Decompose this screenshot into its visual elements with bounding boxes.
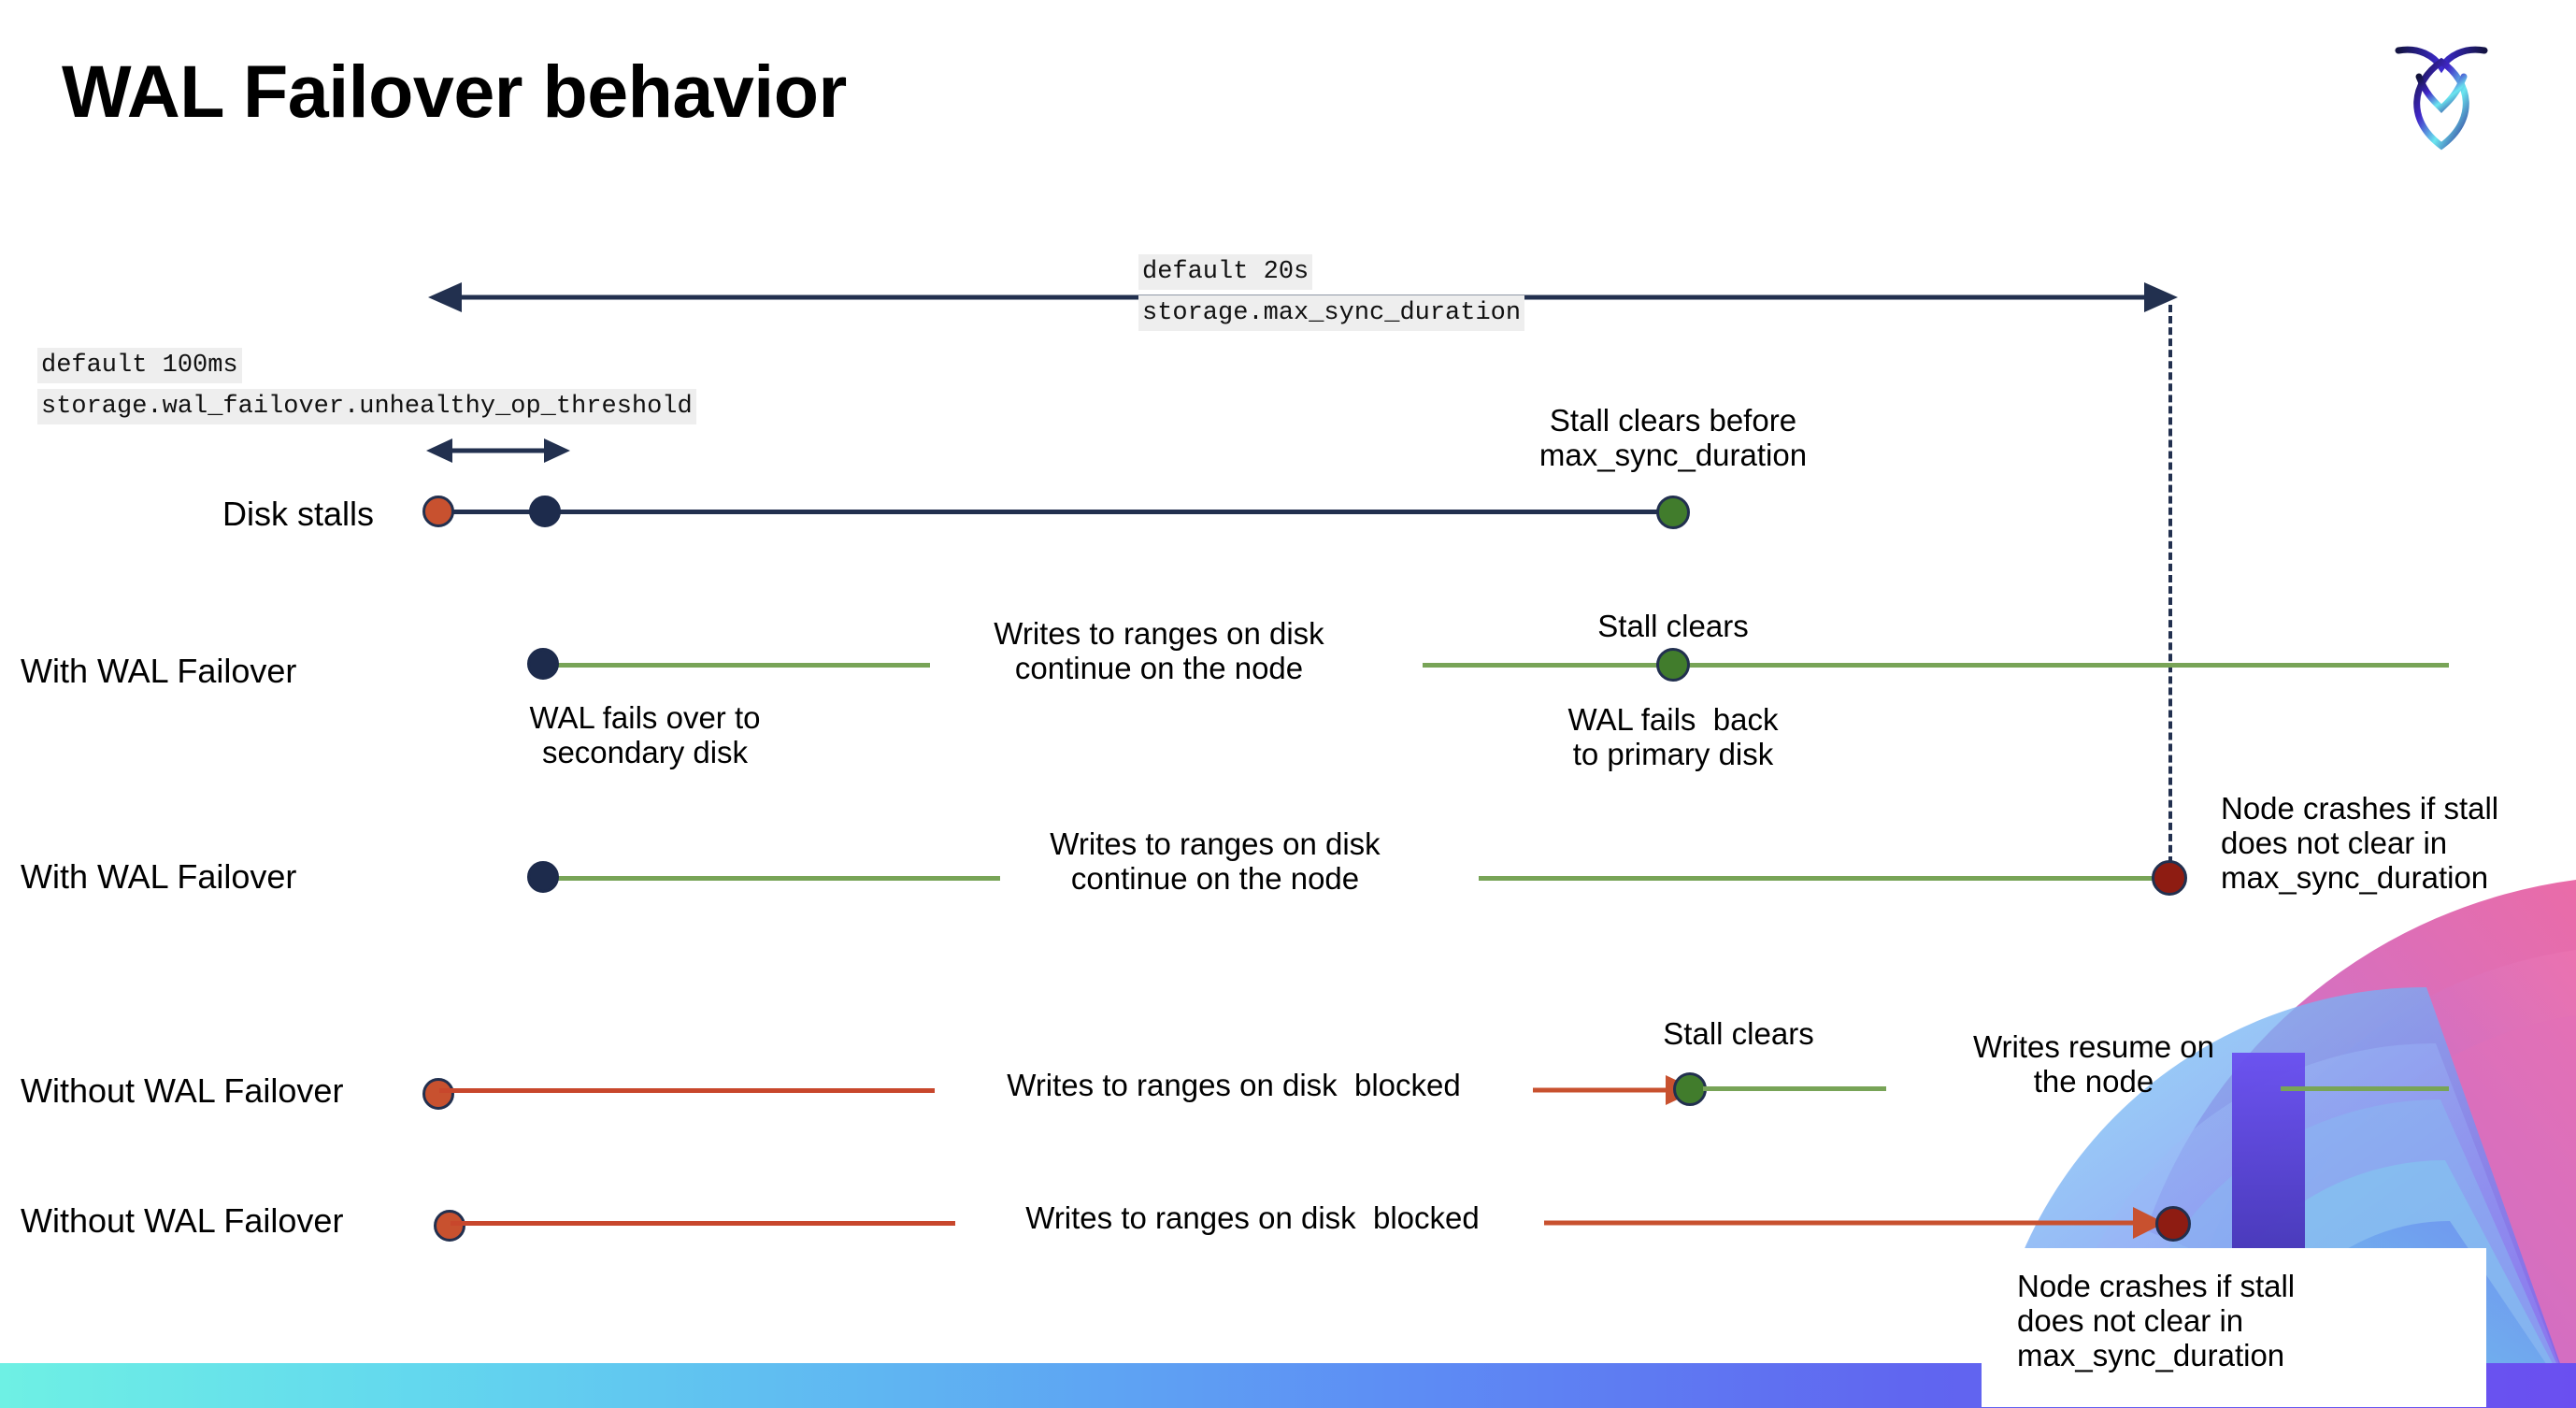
unhealthy-op-threshold-arrow <box>426 438 570 463</box>
callout-wal-fails-over: WAL fails over to secondary disk <box>529 700 761 769</box>
cockroachdb-logo-icon <box>2385 34 2497 155</box>
callout-backdrop <box>1982 1248 2486 1407</box>
disk-stalls-timeline <box>439 510 1673 514</box>
wal-failover-start-dot-1 <box>527 648 559 680</box>
callout-stall-clears-2: Stall clears <box>1663 1016 1814 1051</box>
row-label-disk-stalls: Disk stalls <box>222 495 375 533</box>
callout-stall-clears-before: Stall clears before max_sync_duration <box>1538 403 1808 472</box>
writes-resume-line-1 <box>1703 1086 1886 1091</box>
callout-stall-clears-1: Stall clears <box>1597 609 1749 643</box>
disk-stall-start-dot <box>422 496 454 527</box>
max-sync-deadline-dashed-line <box>2168 305 2172 875</box>
unhealthy-setting-label: storage.wal_failover.unhealthy_op_thresh… <box>37 389 696 425</box>
wal-failover-secondary-line-1 <box>542 663 930 668</box>
page-title: WAL Failover behavior <box>62 50 847 133</box>
wal-failover-start-dot-2 <box>527 861 559 893</box>
node-crash-dot-1 <box>2152 860 2187 896</box>
stall-cleared-dot-2 <box>1673 1072 1707 1106</box>
wal-failover-secondary-line-2b <box>1479 876 2176 881</box>
max-sync-default-label: default 20s <box>1138 254 1313 291</box>
wal-failover-secondary-line-2a <box>542 876 1000 881</box>
callout-writes-continue-2: Writes to ranges on disk continue on the… <box>1050 826 1381 896</box>
writes-blocked-line-1a <box>439 1088 935 1093</box>
callout-writes-blocked-1: Writes to ranges on disk blocked <box>1007 1068 1461 1102</box>
callout-node-crashes-1: Node crashes if stall does not clear in … <box>2221 791 2499 895</box>
unhealthy-default-label: default 100ms <box>37 348 242 384</box>
writes-blocked-line-2a <box>451 1221 955 1226</box>
callout-node-crashes-2: Node crashes if stall does not clear in … <box>2017 1269 2296 1372</box>
wal-fails-back-dot-1 <box>1656 648 1690 682</box>
row-label-with-wal-failover-2: With WAL Failover <box>21 857 297 896</box>
callout-wal-fails-back: WAL fails back to primary disk <box>1567 702 1779 771</box>
callout-writes-continue-1: Writes to ranges on disk continue on the… <box>994 616 1324 685</box>
callout-writes-blocked-2: Writes to ranges on disk blocked <box>1025 1200 1480 1235</box>
callout-writes-resume: Writes resume on the node <box>1973 1029 2214 1099</box>
node-crash-dot-2 <box>2155 1206 2191 1242</box>
max-sync-setting-label: storage.max_sync_duration <box>1138 295 1525 332</box>
disk-stall-cleared-dot <box>1656 496 1690 529</box>
row-label-without-wal-failover-2: Without WAL Failover <box>21 1201 344 1240</box>
disk-stall-start-dot-2 <box>422 1078 454 1110</box>
writes-blocked-arrow-2 <box>1544 1207 2165 1239</box>
row-label-without-wal-failover-1: Without WAL Failover <box>21 1071 344 1110</box>
wal-failover-primary-line-1 <box>1423 663 2449 668</box>
wal-failover-trigger-dot <box>529 496 561 527</box>
disk-stall-start-dot-3 <box>434 1210 465 1242</box>
writes-resume-line-2 <box>2281 1086 2449 1091</box>
row-label-with-wal-failover-1: With WAL Failover <box>21 652 297 690</box>
